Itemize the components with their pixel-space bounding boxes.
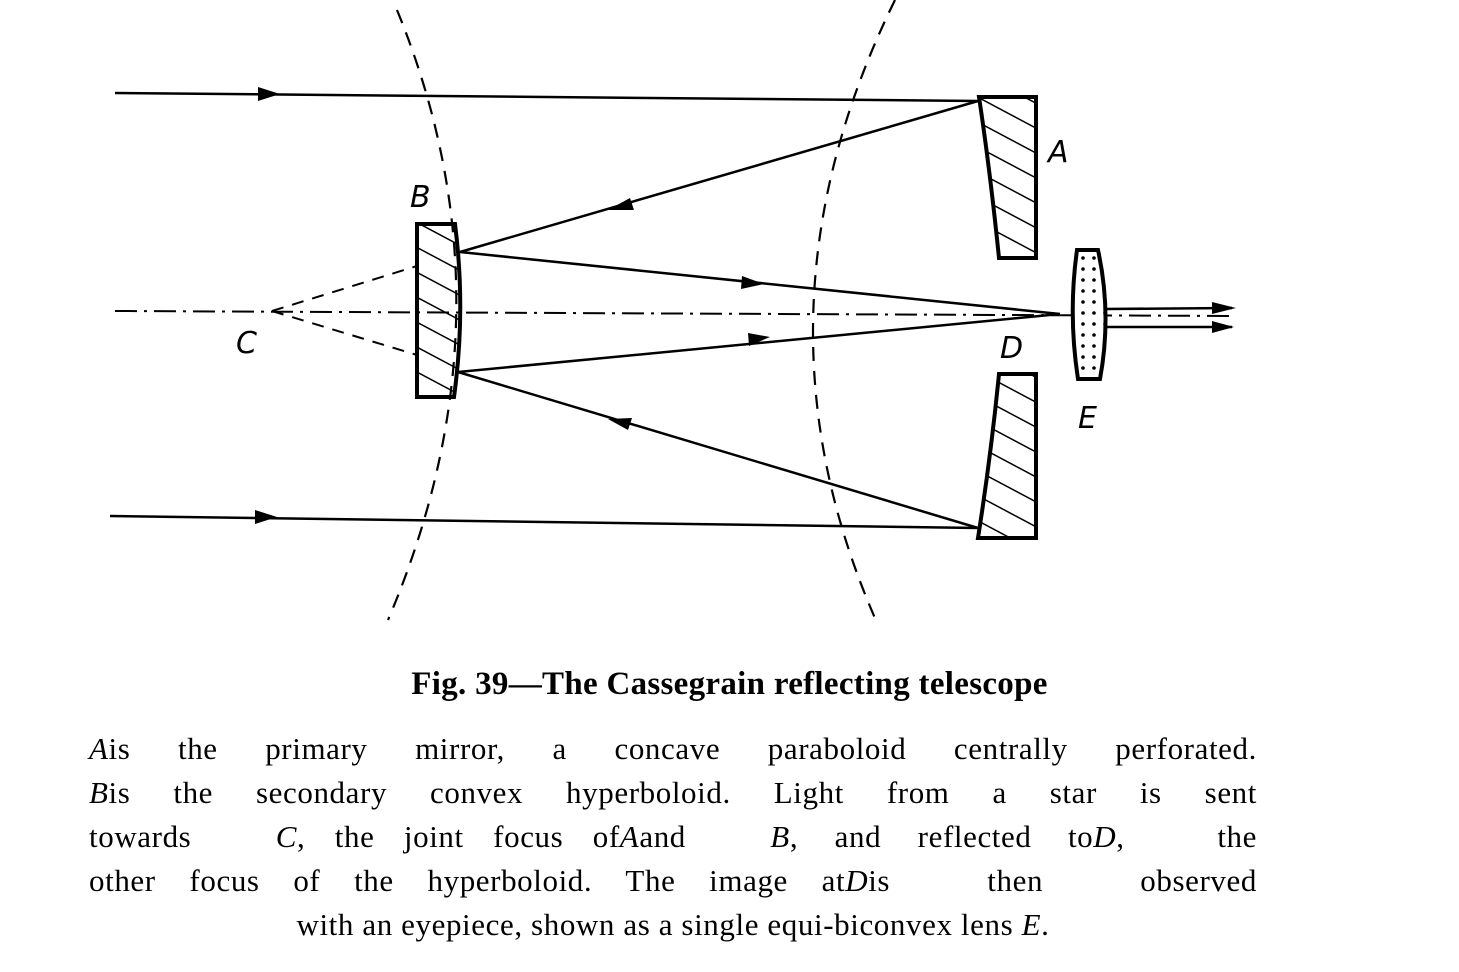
caption-symbol: D bbox=[845, 863, 869, 898]
arrow-icon bbox=[608, 198, 634, 210]
caption-text: , the joint focus of bbox=[297, 819, 620, 854]
caption-line: A is the primary mirror, a concave parab… bbox=[89, 727, 1257, 771]
caption-line: B is the secondary convex hyperboloid. L… bbox=[89, 771, 1257, 815]
caption-symbol: D bbox=[1093, 819, 1117, 854]
figure-caption: A is the primary mirror, a concave parab… bbox=[89, 727, 1257, 947]
label-d: D bbox=[1000, 331, 1023, 366]
arrow-icon bbox=[1212, 321, 1234, 333]
caption-symbol: B bbox=[770, 819, 790, 854]
caption-text: . bbox=[1041, 907, 1050, 942]
caption-symbol: B bbox=[89, 775, 109, 810]
arrow-icon bbox=[255, 510, 277, 524]
arrow-icon bbox=[258, 87, 280, 101]
label-e: E bbox=[1078, 401, 1097, 436]
caption-text: with an eyepiece, shown as a single equi… bbox=[296, 907, 1022, 942]
caption-symbol: E bbox=[1021, 907, 1042, 942]
caption-line: towards C, the joint focus of A and B, a… bbox=[89, 815, 1257, 859]
reflected-ray-top bbox=[459, 99, 979, 254]
caption-text: is the secondary convex hyperboloid. Lig… bbox=[108, 775, 1257, 810]
label-a: A bbox=[1046, 135, 1069, 170]
caption-text: is the primary mirror, a concave parabol… bbox=[108, 731, 1257, 766]
focal-arc-right bbox=[811, 0, 896, 626]
caption-text: , and reflected to bbox=[789, 819, 1094, 854]
primary-mirror-a-lower bbox=[975, 372, 1038, 540]
label-c: C bbox=[236, 326, 257, 361]
caption-text: and bbox=[639, 819, 686, 854]
caption-symbol: C bbox=[275, 819, 297, 854]
cassegrain-diagram: A B C D E bbox=[109, 0, 1236, 626]
caption-text: other focus of the hyperboloid. The imag… bbox=[89, 863, 846, 898]
incoming-ray-top bbox=[114, 91, 979, 103]
optical-axis bbox=[114, 310, 1233, 317]
secondary-mirror-b bbox=[415, 222, 463, 399]
caption-symbol: A bbox=[89, 731, 109, 766]
caption-line: with an eyepiece, shown as a single equi… bbox=[89, 903, 1257, 947]
figure-title: Fig. 39—The Cassegrain reflecting telesc… bbox=[411, 666, 1048, 702]
arrow-icon bbox=[608, 418, 632, 430]
primary-mirror-a-upper bbox=[976, 95, 1038, 260]
caption-text: is then observed bbox=[868, 863, 1257, 898]
arrow-icon bbox=[748, 333, 770, 346]
arrow-icon bbox=[1212, 302, 1236, 314]
caption-line: other focus of the hyperboloid. The imag… bbox=[89, 859, 1257, 903]
virtual-ray-bottom bbox=[271, 310, 418, 356]
virtual-ray-top bbox=[271, 265, 418, 312]
caption-symbol: A bbox=[619, 819, 640, 854]
converging-ray-bottom bbox=[457, 312, 1061, 374]
exit-ray-top bbox=[1103, 306, 1233, 311]
arrow-icon bbox=[741, 276, 764, 289]
incoming-ray-bottom bbox=[109, 514, 979, 530]
caption-text: towards bbox=[89, 819, 192, 854]
focal-arc-left bbox=[386, 9, 458, 621]
label-b: B bbox=[410, 180, 431, 215]
lens-stipple bbox=[1072, 250, 1106, 379]
reflected-ray-bottom bbox=[457, 370, 979, 530]
caption-text: , the bbox=[1116, 819, 1257, 854]
